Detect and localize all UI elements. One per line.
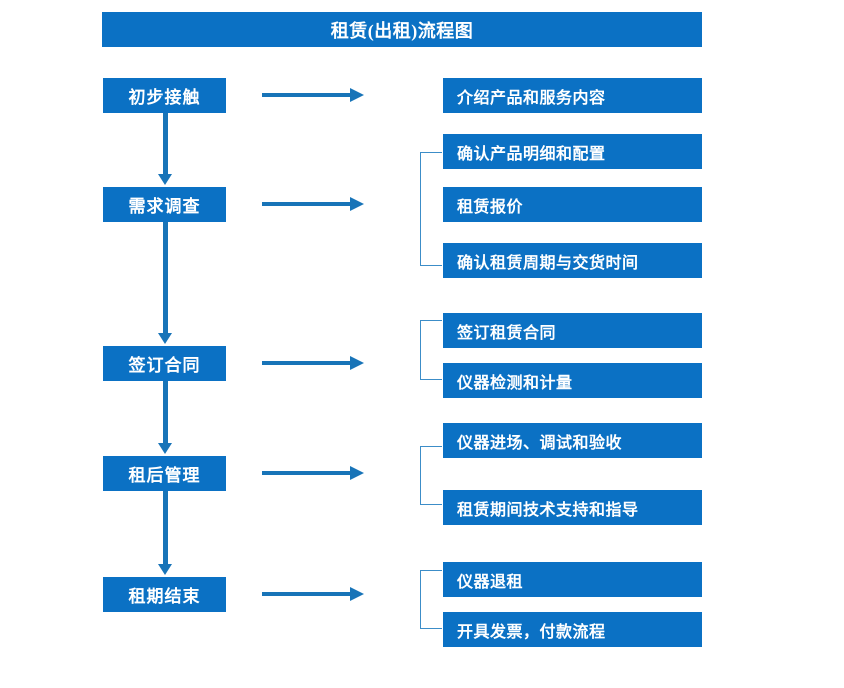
detail-box-invoice-payment[interactable]: 开具发票，付款流程 [443,612,702,647]
stage-box-post-rent-manage[interactable]: 租后管理 [103,456,226,491]
detail-box-onsite-commission[interactable]: 仪器进场、调试和验收 [443,423,702,458]
right-arrow-icon-4 [262,466,364,480]
down-arrow-icon-4 [158,491,172,575]
bracket-icon-demand-survey [420,152,442,266]
detail-box-return-instrument[interactable]: 仪器退租 [443,562,702,597]
bracket-icon-post-rent-manage [420,446,442,505]
right-arrow-icon-5 [262,587,364,601]
detail-box-confirm-period[interactable]: 确认租赁周期与交货时间 [443,243,702,278]
stage-box-demand-survey[interactable]: 需求调查 [103,187,226,222]
detail-box-tech-support[interactable]: 租赁期间技术支持和指导 [443,490,702,525]
bracket-icon-sign-contract [420,320,442,380]
detail-box-confirm-specs[interactable]: 确认产品明细和配置 [443,134,702,169]
stage-box-initial-contact[interactable]: 初步接触 [103,78,226,113]
detail-box-sign-lease-contract[interactable]: 签订租赁合同 [443,313,702,348]
page-title: 租赁(出租)流程图 [102,12,702,47]
stage-box-lease-end[interactable]: 租期结束 [103,577,226,612]
bracket-icon-lease-end [420,570,442,629]
right-arrow-icon-3 [262,356,364,370]
right-arrow-icon-2 [262,197,364,211]
down-arrow-icon-2 [158,222,172,344]
detail-box-instrument-testing[interactable]: 仪器检测和计量 [443,363,702,398]
down-arrow-icon-3 [158,381,172,454]
down-arrow-icon-1 [158,113,172,185]
right-arrow-icon-1 [262,88,364,102]
detail-box-rental-quote[interactable]: 租赁报价 [443,187,702,222]
stage-box-sign-contract[interactable]: 签订合同 [103,346,226,381]
detail-box-introduce-products[interactable]: 介绍产品和服务内容 [443,78,702,113]
